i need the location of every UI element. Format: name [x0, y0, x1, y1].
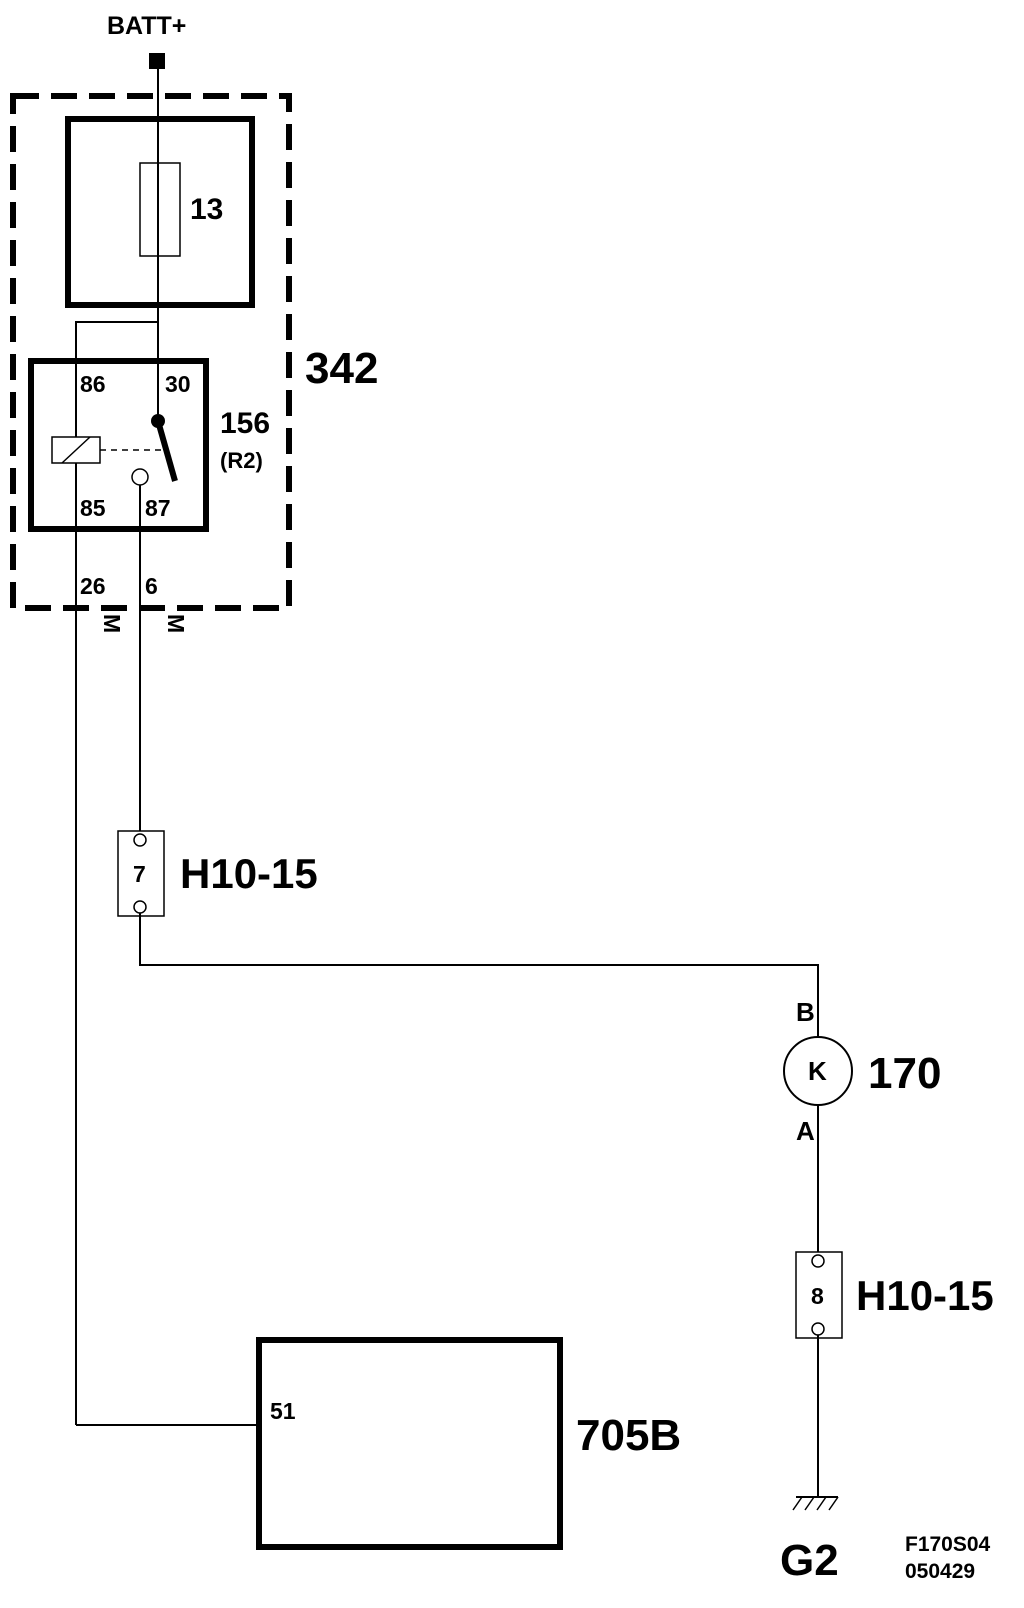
connector-1-id: H10-15: [180, 850, 318, 897]
fuse-box-id: 342: [305, 344, 378, 393]
coil-feed-wire: [75, 321, 158, 437]
relay-pin-86: 86: [80, 371, 106, 397]
batt-plus-label: BATT+: [107, 12, 186, 40]
relay-body: [28, 358, 209, 532]
ground-id: G2: [780, 1536, 839, 1585]
connector-1-bottom-pin: [133, 900, 147, 914]
control-unit-body: [256, 1337, 563, 1550]
motor-pin-b: B: [796, 997, 815, 1027]
drawing-date: 050429: [905, 1560, 975, 1583]
connector-2-id: H10-15: [856, 1272, 994, 1319]
relay-pin-87: 87: [145, 495, 171, 521]
relay-switch-blade-icon: [155, 420, 178, 482]
motor-id: 170: [868, 1049, 941, 1098]
ground-hatch-4: [828, 1496, 839, 1511]
terminal-26-color: M: [99, 614, 125, 633]
connector-2-pin: 8: [811, 1283, 824, 1309]
fuse-number: 13: [190, 193, 223, 226]
terminal-26-number: 26: [80, 573, 106, 599]
motor-feed-wire: [139, 913, 819, 1038]
relay-sub-id: (R2): [220, 448, 263, 473]
relay-contact-87: [131, 468, 149, 486]
motor-pin-a: A: [796, 1116, 815, 1146]
control-unit-id: 705B: [576, 1411, 681, 1460]
connector-2-bottom-pin: [811, 1322, 825, 1336]
relay-pin-30: 30: [165, 371, 191, 397]
motor-symbol: K: [808, 1056, 827, 1086]
ground-hatch-3: [816, 1496, 827, 1511]
fuse-enclosure: [65, 116, 255, 308]
connector-1-pin: 7: [133, 861, 146, 887]
control-unit-pin: 51: [270, 1398, 296, 1424]
relay-coil-diagonal: [61, 436, 91, 464]
terminal-6-color: M: [163, 614, 189, 633]
fuse-element: [139, 162, 181, 257]
drawing-code: F170S04: [905, 1533, 991, 1556]
batt-terminal: [149, 53, 165, 69]
connector-2-top-pin: [811, 1254, 825, 1268]
relay-id: 156: [220, 407, 270, 440]
relay-pin-85: 85: [80, 495, 106, 521]
terminal-6-number: 6: [145, 573, 158, 599]
connector-1-top-pin: [133, 833, 147, 847]
ground-hatch-1: [792, 1496, 803, 1511]
ground-hatch-2: [804, 1496, 815, 1511]
fuse-box-outline: [10, 93, 292, 611]
